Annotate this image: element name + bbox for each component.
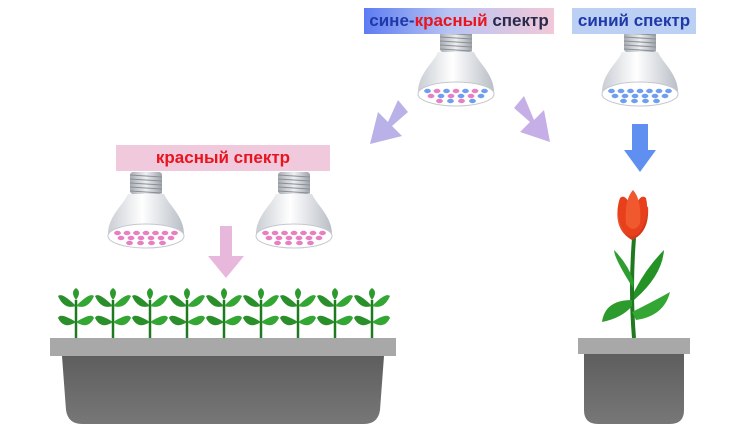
tulip-plant xyxy=(602,190,670,339)
label-mixed-part-blue: сине- xyxy=(369,11,415,30)
seedling xyxy=(58,288,94,338)
bulb-body xyxy=(418,52,494,92)
bulb-mixed-spectrum xyxy=(417,30,495,107)
bulb-face xyxy=(601,81,679,107)
seedling xyxy=(95,288,131,338)
bulb-cap xyxy=(277,172,311,194)
small-pot xyxy=(578,338,690,424)
arrow-mixed-to-blue xyxy=(514,96,550,142)
label-red-spectrum: красный спектр xyxy=(116,145,330,171)
arrow-red-down xyxy=(208,226,244,278)
label-mixed-part-red: красный xyxy=(414,11,488,30)
bulb-leds xyxy=(608,88,672,104)
label-blue-red-spectrum: сине-красный спектр xyxy=(364,8,554,34)
seedling xyxy=(354,288,390,338)
label-blue-spectrum: синий спектр xyxy=(572,8,696,34)
bulb-body xyxy=(602,52,678,92)
bulb-red-spectrum-right xyxy=(255,172,333,249)
seedling xyxy=(317,288,353,338)
seedling xyxy=(206,288,242,338)
bulb-leds xyxy=(114,230,178,246)
bulb-face xyxy=(255,223,333,249)
arrow-mixed-to-red xyxy=(370,100,408,144)
bulb-face xyxy=(417,81,495,107)
bulb-leds xyxy=(424,88,488,104)
bulb-red-spectrum-left xyxy=(107,172,185,249)
seedling xyxy=(280,288,316,338)
bulb-leds xyxy=(262,230,326,246)
bulb-cap xyxy=(439,30,473,52)
seedling xyxy=(243,288,279,338)
bulb-cap xyxy=(129,172,163,194)
bulb-body xyxy=(108,194,184,234)
bulb-cap xyxy=(623,30,657,52)
long-pot xyxy=(50,338,396,424)
seedling xyxy=(169,288,205,338)
bulb-body xyxy=(256,194,332,234)
tulip-flower xyxy=(617,190,649,240)
bulb-blue-spectrum xyxy=(601,30,679,107)
seedling xyxy=(132,288,168,338)
bulb-face xyxy=(107,223,185,249)
label-mixed-part-rest: спектр xyxy=(487,11,549,30)
seedlings-row xyxy=(58,288,390,338)
arrow-blue-down xyxy=(624,124,656,172)
